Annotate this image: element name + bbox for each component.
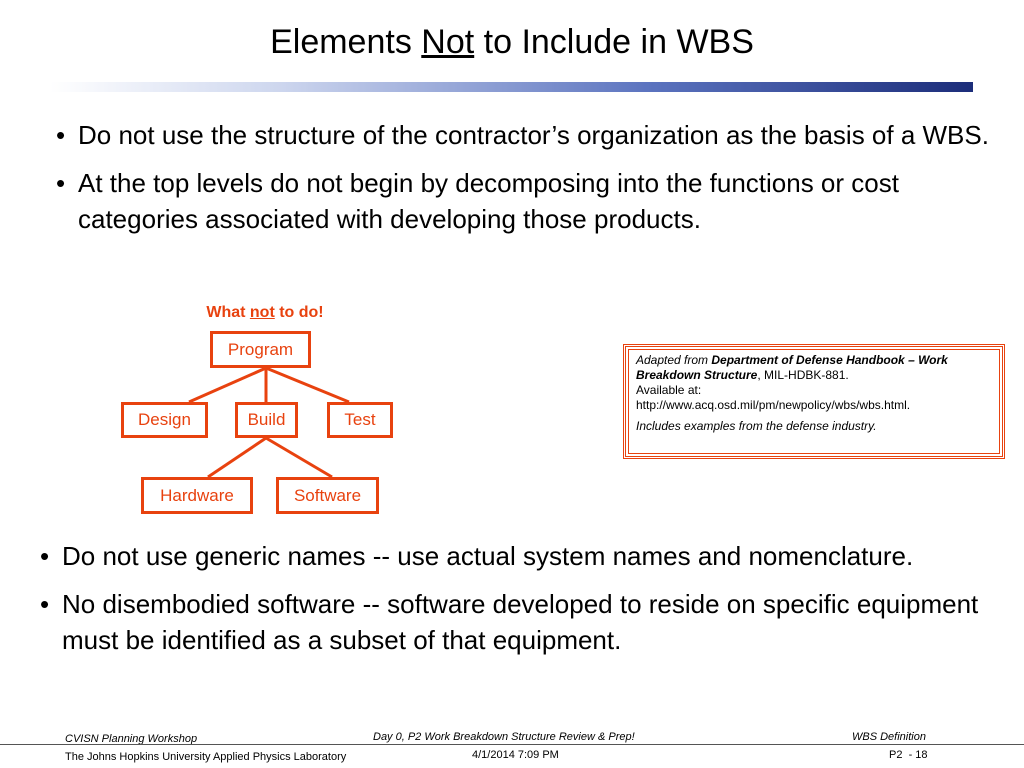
node-build: Build xyxy=(235,402,298,438)
title-emphasis: Not xyxy=(421,23,475,61)
footer-page-number: P2 - 18 xyxy=(889,749,928,761)
connector-build-software xyxy=(265,436,333,479)
caption-text-end: to do! xyxy=(274,304,324,321)
citation-handbook: Department of Defense Handbook – Work Br… xyxy=(636,353,948,382)
citation-note: Includes examples from the defense indus… xyxy=(636,419,877,433)
footer-divider xyxy=(0,744,1024,745)
caption-emphasis: not xyxy=(249,304,275,321)
node-software: Software xyxy=(276,477,379,514)
bullet-item: Do not use generic names -- use actual s… xyxy=(40,538,1000,574)
bottom-bullet-list: Do not use generic names -- use actual s… xyxy=(40,538,1000,670)
title-underline-bar xyxy=(50,82,973,92)
citation-prefix: Adapted from xyxy=(636,353,712,367)
citation-available: Available at: xyxy=(636,383,702,397)
slide-title: Elements Not to Include in WBS xyxy=(0,22,1024,62)
connector-program-design xyxy=(188,366,267,404)
connector-program-test xyxy=(265,366,350,404)
bullet-item: At the top levels do not begin by decomp… xyxy=(56,165,991,237)
footer-datetime: 4/1/2014 7:09 PM xyxy=(472,749,559,761)
bullet-item: Do not use the structure of the contract… xyxy=(56,117,991,153)
bullet-item: No disembodied software -- software deve… xyxy=(40,586,1000,658)
diagram-caption: What not to do! xyxy=(150,304,380,322)
node-program: Program xyxy=(210,331,311,368)
footer-session: Day 0, P2 Work Breakdown Structure Revie… xyxy=(373,731,635,743)
title-text-end: to Include in WBS xyxy=(474,23,754,61)
title-text: Elements xyxy=(270,23,422,61)
source-citation-box: Adapted from Department of Defense Handb… xyxy=(623,344,1005,459)
caption-text: What xyxy=(206,304,250,321)
citation-text: Adapted from Department of Defense Handb… xyxy=(636,353,992,383)
footer-organization: The Johns Hopkins University Applied Phy… xyxy=(65,751,347,763)
citation-suffix: , MIL-HDBK-881. xyxy=(757,368,849,382)
connector-build-hardware xyxy=(207,436,267,479)
node-test: Test xyxy=(327,402,393,438)
citation-url: http://www.acq.osd.mil/pm/newpolicy/wbs/… xyxy=(636,398,911,412)
node-design: Design xyxy=(121,402,208,438)
footer-workshop: CVISN Planning Workshop xyxy=(65,733,198,745)
footer-section: WBS Definition xyxy=(852,731,926,743)
top-bullet-list: Do not use the structure of the contract… xyxy=(56,117,991,249)
node-hardware: Hardware xyxy=(141,477,253,514)
